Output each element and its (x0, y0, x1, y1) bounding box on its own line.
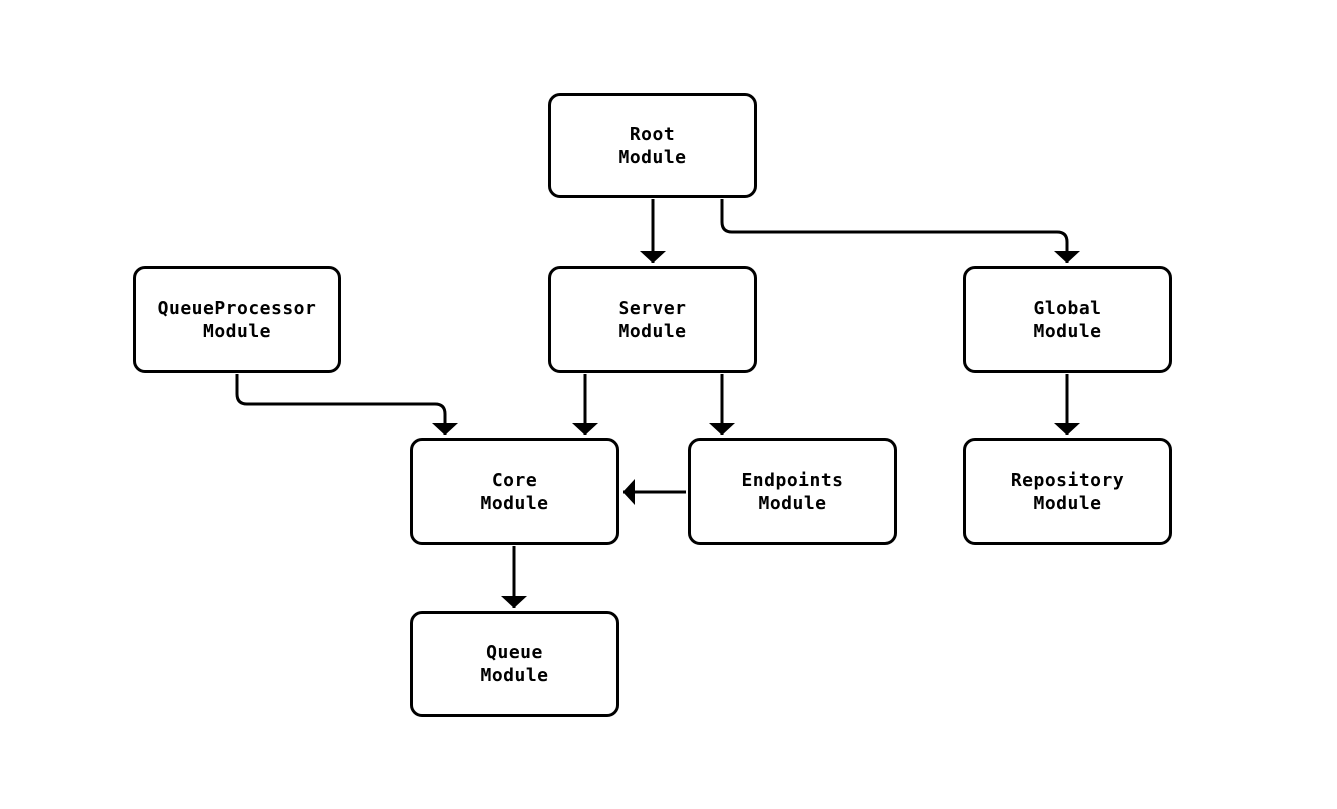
node-label-line: Module (1033, 320, 1102, 342)
node-core-module: Core Module (410, 438, 619, 545)
node-label-line: Endpoints (741, 469, 844, 491)
node-label-line: QueueProcessor (157, 297, 317, 319)
edge-queueprocessor-to-core (235, 374, 458, 435)
node-repository-module: Repository Module (963, 438, 1172, 545)
node-global-module: Global Module (963, 266, 1172, 373)
edge-root-to-global (720, 199, 1080, 263)
node-label-line: Module (480, 492, 549, 514)
node-queueprocessor-module: QueueProcessor Module (133, 266, 341, 373)
node-root-module: Root Module (548, 93, 757, 198)
node-label-line: Module (618, 320, 687, 342)
node-server-module: Server Module (548, 266, 757, 373)
node-label-line: Repository (1010, 469, 1125, 491)
node-label-line: Module (202, 320, 272, 342)
node-label-line: Server (618, 297, 687, 319)
node-queue-module: Queue Module (410, 611, 619, 717)
node-label-line: Module (480, 665, 549, 686)
node-label-line: Queue (486, 642, 543, 663)
node-label-line: Root (629, 123, 676, 145)
node-label-line: Module (618, 146, 687, 168)
node-label-line: Module (1033, 492, 1102, 514)
node-label-line: Core (491, 469, 538, 491)
node-label-line: Module (758, 492, 827, 514)
node-label-line: Global (1033, 297, 1102, 319)
node-endpoints-module: Endpoints Module (688, 438, 897, 545)
